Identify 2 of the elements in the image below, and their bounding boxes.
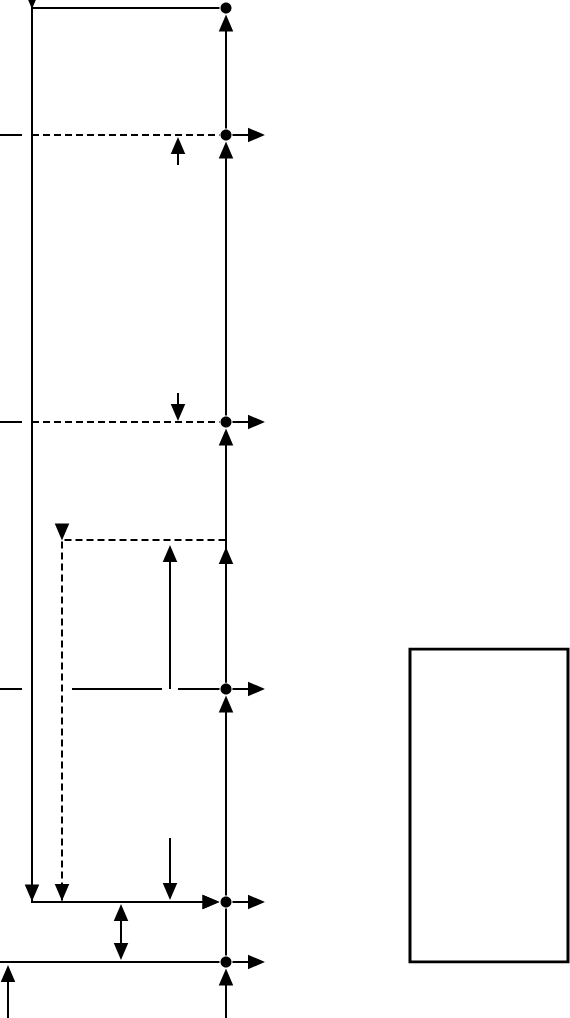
empty-box: [408, 647, 570, 964]
arrow: [71, 688, 221, 690]
